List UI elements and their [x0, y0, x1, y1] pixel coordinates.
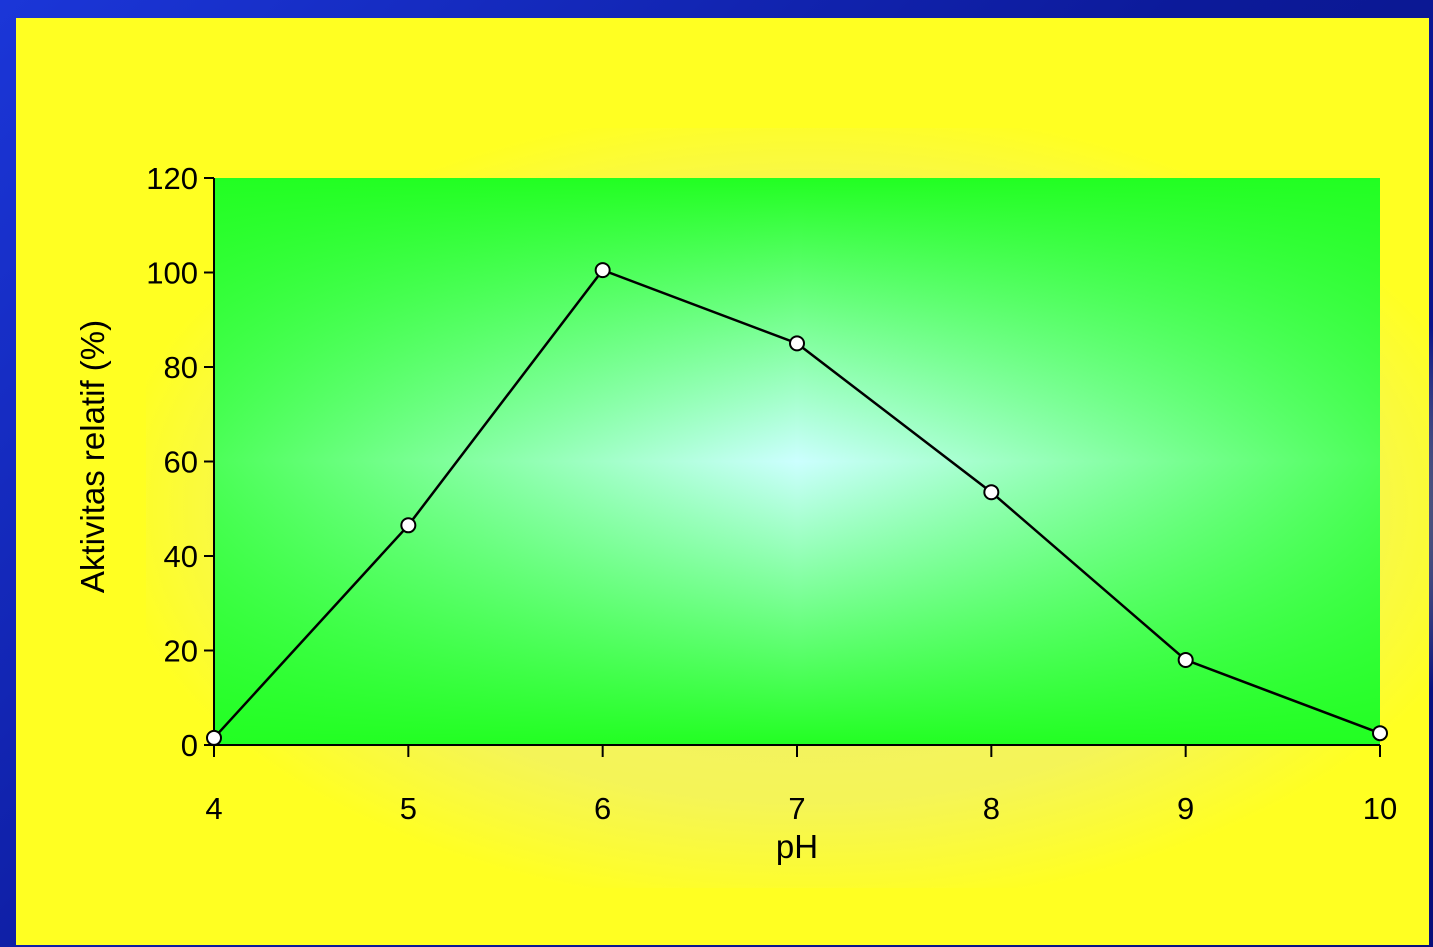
- y-tick-label: 40: [164, 539, 198, 574]
- plot-gradient-horizontal: [214, 178, 1380, 745]
- y-tick-label: 100: [146, 256, 198, 291]
- x-tick-label: 7: [788, 791, 805, 826]
- data-point: [789, 335, 805, 352]
- x-tick-label: 10: [1363, 791, 1397, 826]
- data-series: [206, 262, 1388, 746]
- x-tick-label: 5: [400, 791, 417, 826]
- x-tick-label: 8: [983, 791, 1000, 826]
- x-tick-label: 6: [594, 791, 611, 826]
- data-point: [1372, 725, 1388, 742]
- data-point: [400, 517, 417, 534]
- y-axis-ticks: 0 20 40 60 80 100 120: [146, 161, 214, 763]
- y-tick-label: 20: [164, 634, 198, 669]
- plot-area: [214, 178, 1380, 745]
- x-axis-title: pH: [776, 828, 818, 865]
- y-tick-label: 60: [164, 445, 198, 480]
- x-axis-ticks: 4 5 6 7 8 9 10: [205, 745, 1397, 826]
- x-tick-label: 4: [205, 791, 222, 826]
- y-tick-label: 120: [146, 161, 198, 196]
- y-tick-label: 80: [164, 350, 198, 385]
- y-axis-title: Aktivitas relatif (%): [74, 320, 111, 593]
- x-tick-label: 9: [1177, 791, 1194, 826]
- data-point: [1177, 651, 1194, 668]
- data-point: [206, 729, 222, 746]
- data-point: [594, 262, 611, 279]
- data-point: [983, 484, 1000, 501]
- y-tick-label: 0: [181, 728, 198, 763]
